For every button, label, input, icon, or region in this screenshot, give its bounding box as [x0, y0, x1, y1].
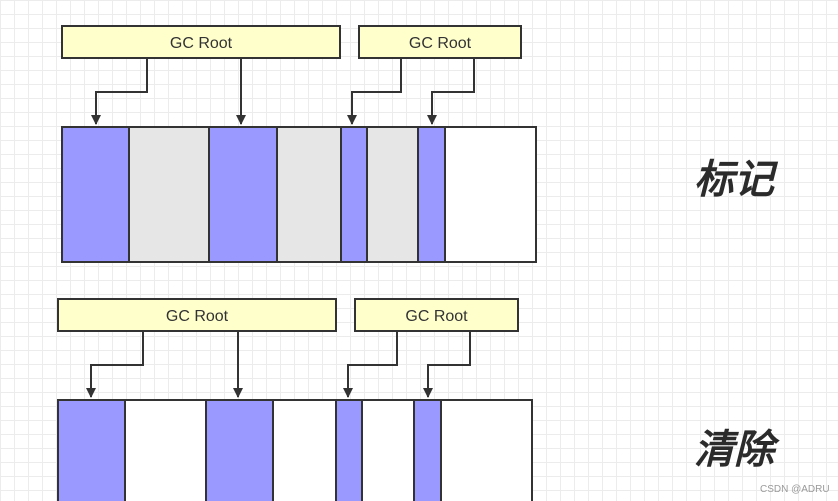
memory-block-reachable	[205, 399, 274, 501]
reference-arrow	[347, 58, 402, 125]
reference-arrows	[86, 331, 471, 398]
reference-arrow	[343, 331, 398, 398]
gc-roots: GC Root GC Root	[61, 25, 522, 59]
memory-block-garbage	[128, 126, 210, 263]
memory-block-free	[272, 399, 337, 501]
memory-frame	[61, 126, 537, 263]
gc-root-rect	[358, 25, 522, 59]
gc-root-box: GC Root	[61, 25, 341, 59]
memory-block-reachable	[57, 399, 126, 501]
gc-roots: GC Root GC Root	[57, 298, 519, 332]
gc-root-label: GC Root	[409, 35, 472, 52]
memory-block-reachable	[61, 126, 130, 263]
memory-block-free	[361, 399, 415, 501]
reference-arrows	[91, 58, 475, 125]
watermark: CSDN @ADRU	[760, 484, 830, 495]
sweep-panel: GC Root GC Root 清除	[57, 298, 780, 501]
gc-root-label: GC Root	[405, 308, 468, 325]
memory-block-free	[444, 126, 537, 263]
gc-root-box: GC Root	[358, 25, 522, 59]
memory-blocks	[61, 126, 537, 263]
gc-root-rect	[61, 25, 341, 59]
memory-block-reachable	[335, 399, 363, 501]
panel-title: 清除	[694, 427, 780, 473]
gc-root-box: GC Root	[354, 298, 519, 332]
memory-block-garbage	[276, 126, 342, 263]
reference-arrow	[427, 58, 475, 125]
memory-block-reachable	[413, 399, 442, 501]
gc-root-label: GC Root	[166, 308, 229, 325]
memory-block-free	[440, 399, 533, 501]
panel-title: 标记	[694, 157, 779, 203]
memory-frame	[57, 399, 533, 501]
memory-block-reachable	[208, 126, 278, 263]
reference-arrow	[86, 331, 144, 398]
gc-root-rect	[57, 298, 337, 332]
memory-block-reachable	[417, 126, 446, 263]
gc-root-box: GC Root	[57, 298, 337, 332]
gc-root-rect	[354, 298, 519, 332]
memory-block-free	[124, 399, 207, 501]
mark-panel: GC Root GC Root 标记	[61, 25, 779, 263]
memory-blocks	[57, 399, 533, 501]
reference-arrow	[91, 58, 148, 125]
memory-block-garbage	[366, 126, 419, 263]
reference-arrow	[423, 331, 471, 398]
gc-root-label: GC Root	[170, 35, 233, 52]
memory-block-reachable	[340, 126, 368, 263]
